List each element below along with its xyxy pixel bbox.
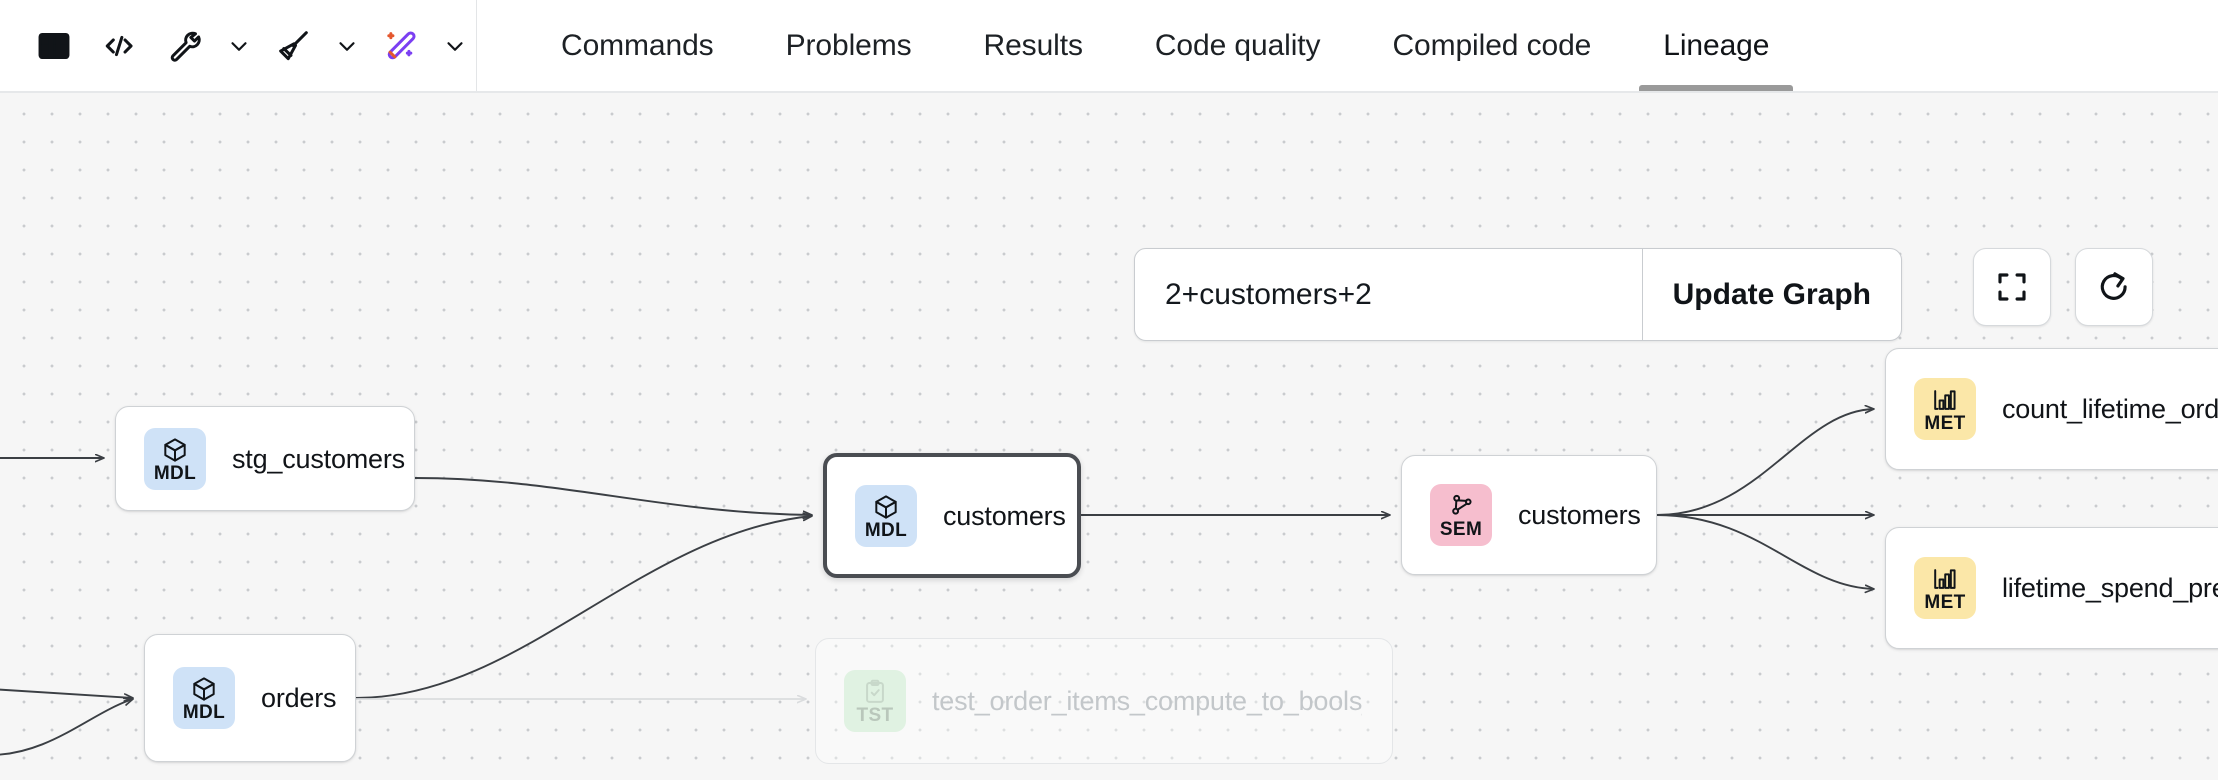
lineage-node-customers-model[interactable]: MDL customers [823,453,1081,578]
node-type-badge-met: MET [1914,557,1976,619]
badge-text: MDL [864,519,908,541]
table-view-icon[interactable] [22,18,86,74]
badge-text: MDL [153,462,197,484]
fit-view-button[interactable] [1973,248,2051,326]
badge-text: SEM [1439,519,1483,540]
panel-tabs: Commands Problems Results Code quality C… [477,0,1805,91]
lineage-canvas[interactable]: MDL stg_customers MDL orders [0,93,2218,780]
node-label: test_order_items_compute_to_bools_correc… [932,686,1362,716]
tab-code-quality[interactable]: Code quality [1154,28,1321,62]
format-group [260,18,368,74]
wrench-icon[interactable] [152,18,218,74]
tab-problems[interactable]: Problems [785,28,912,62]
badge-text: MDL [182,702,226,723]
node-label: stg_customers [232,443,405,474]
magic-wand-icon[interactable] [368,18,434,74]
node-type-badge-mdl: MDL [144,427,206,490]
update-graph-button[interactable]: Update Graph [1641,249,1901,340]
node-type-badge-tst: TST [844,670,906,732]
node-label: count_lifetime_orders [2002,394,2218,424]
lineage-node-count-lifetime-orders[interactable]: MET count_lifetime_orders [1885,348,2218,470]
lineage-node-stg-customers[interactable]: MDL stg_customers [115,406,415,511]
chevron-down-icon-format[interactable] [326,18,368,74]
cube-icon [161,434,189,464]
lineage-node-orders[interactable]: MDL orders [144,634,356,762]
chevron-down-icon-tools[interactable] [218,18,260,74]
node-type-badge-met: MET [1914,378,1976,440]
editor-toolbar [0,0,477,91]
graph-selector-bar: Update Graph [1134,248,1902,341]
tab-commands[interactable]: Commands [561,28,714,62]
tab-results[interactable]: Results [983,28,1083,62]
node-label: orders [261,683,337,713]
cube-icon [872,491,900,521]
node-type-badge-sem: SEM [1430,484,1492,546]
badge-text: MET [1924,592,1966,613]
lineage-node-test-order-items[interactable]: TST test_order_items_compute_to_bools_co… [815,638,1393,764]
tools-group [152,18,260,74]
node-type-badge-mdl: MDL [855,484,917,547]
node-label: customers [943,500,1066,531]
refresh-button[interactable] [2075,248,2153,326]
tab-lineage[interactable]: Lineage [1627,0,1805,91]
bar-chart-icon [1931,384,1959,414]
broom-icon[interactable] [260,18,326,74]
node-label: lifetime_spend_pretax [2002,573,2218,603]
canvas-controls [1973,248,2153,326]
graph-selector-input[interactable] [1135,249,1642,340]
cube-icon [190,673,218,703]
tab-compiled-code[interactable]: Compiled code [1392,28,1592,62]
network-graph-icon [1447,490,1475,520]
badge-text: MET [1924,413,1966,434]
badge-text: TST [856,705,894,726]
node-label: customers [1518,500,1641,530]
bar-chart-icon [1931,563,1959,593]
app-header: Commands Problems Results Code quality C… [0,0,2218,93]
code-view-icon[interactable] [86,18,152,74]
clipboard-check-icon [861,676,889,706]
lineage-node-customers-semantic[interactable]: SEM customers [1401,455,1657,575]
lineage-node-lifetime-spend-pretax[interactable]: MET lifetime_spend_pretax [1885,527,2218,649]
chevron-down-icon-ai[interactable] [434,18,476,74]
node-type-badge-mdl: MDL [173,667,235,729]
ai-group [368,18,476,74]
